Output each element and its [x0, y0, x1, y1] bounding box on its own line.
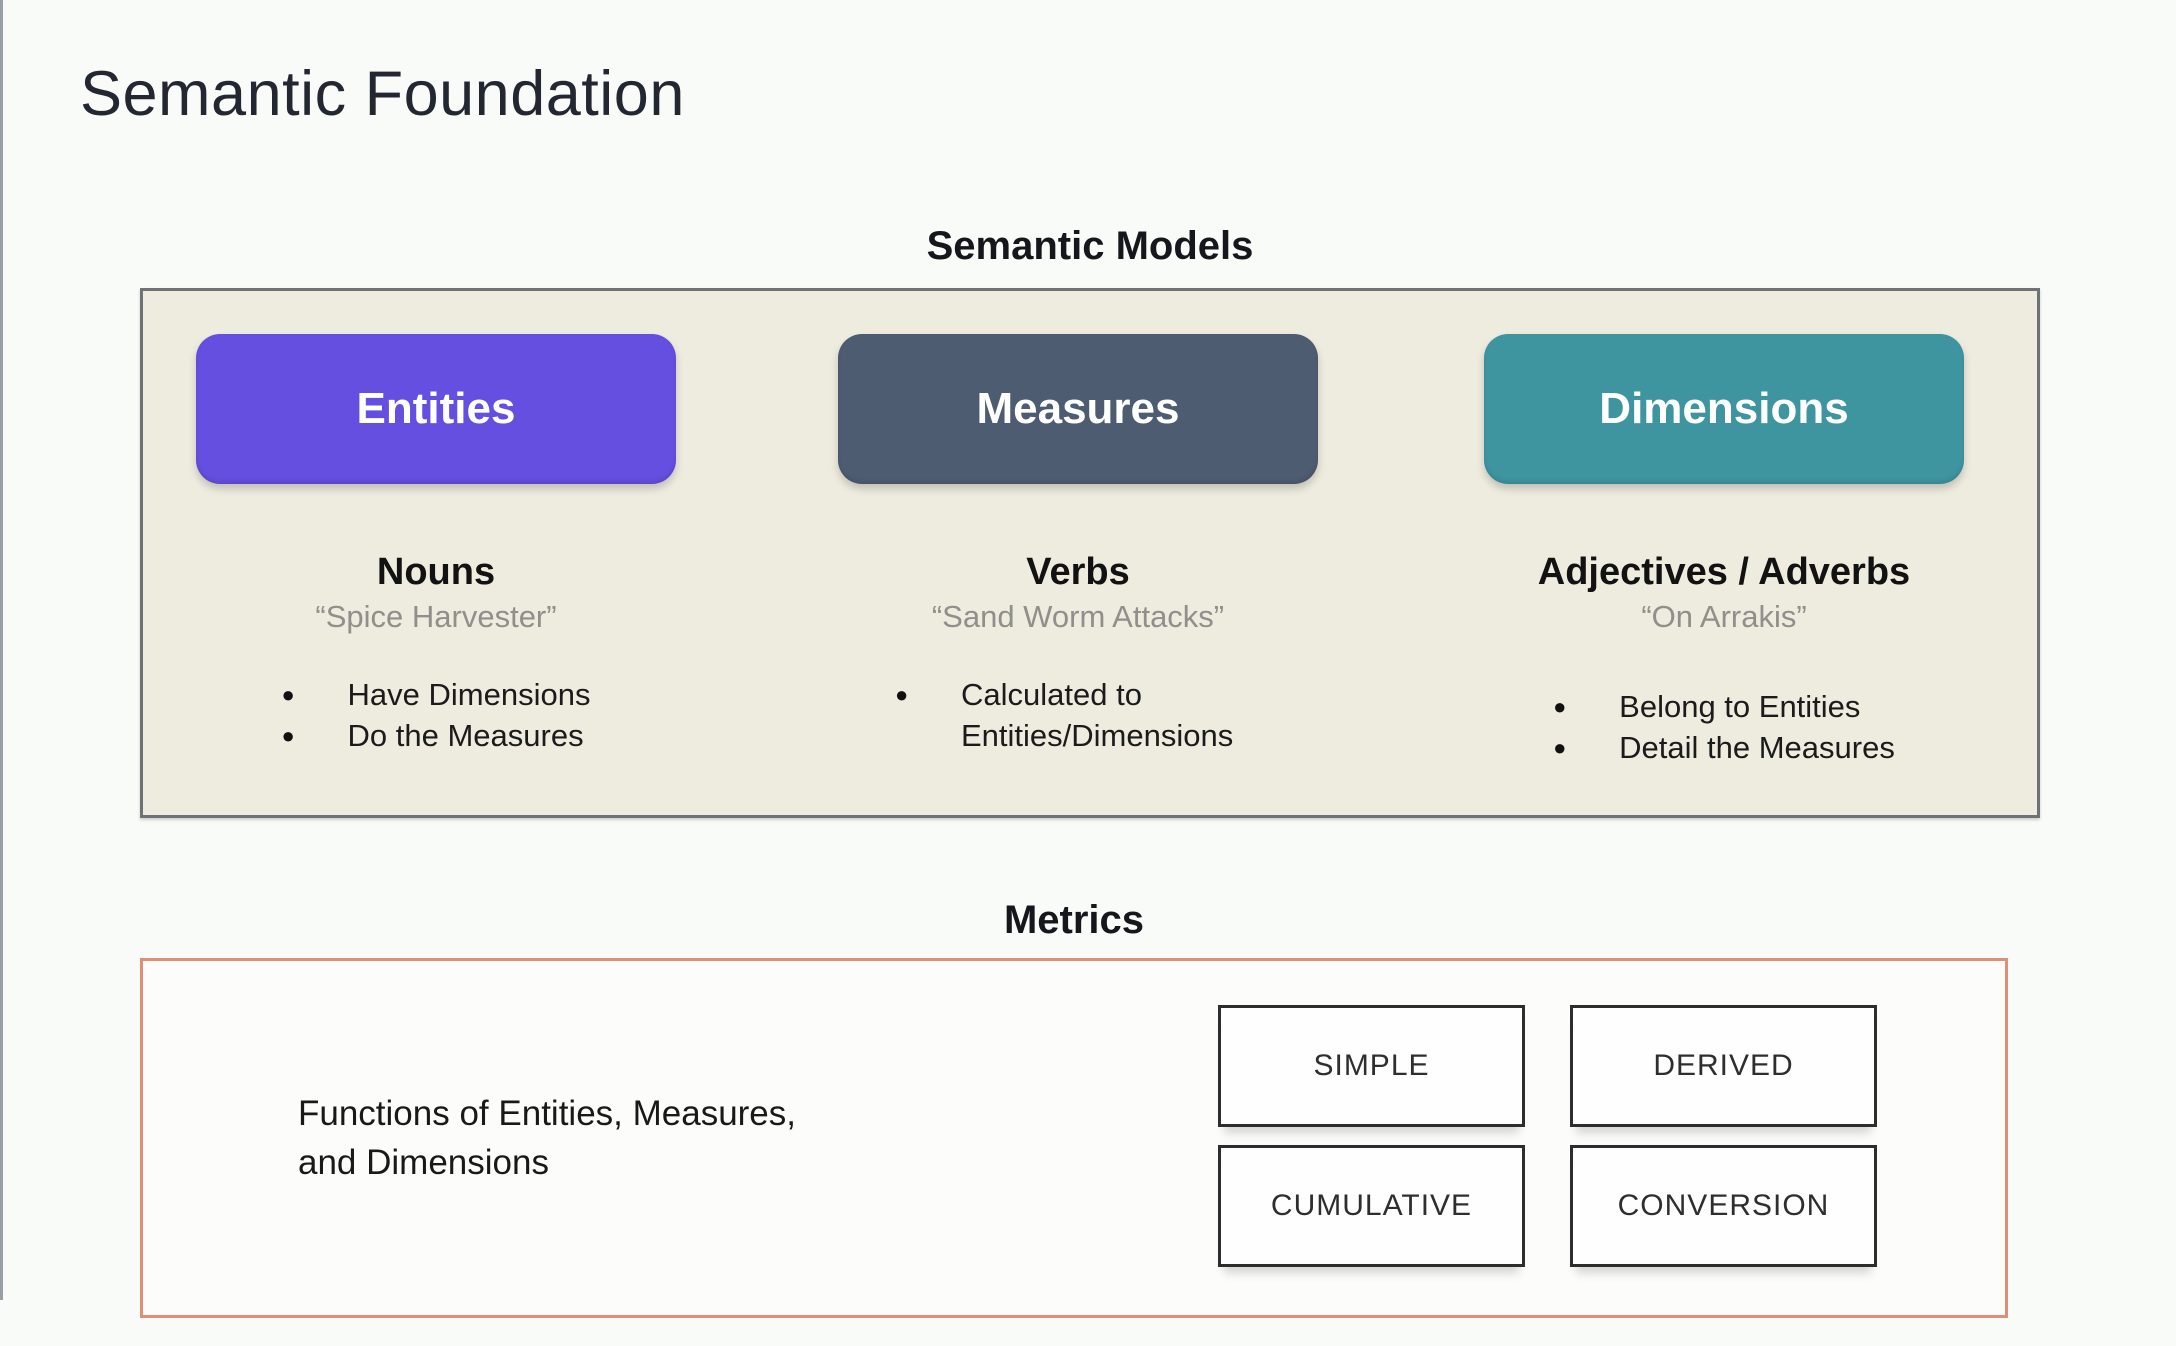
semantic-models-heading: Semantic Models	[926, 224, 1254, 268]
dimensions-bullet-list: ● Belong to Entities ● Detail the Measur…	[1553, 686, 1895, 768]
entities-column: Entities Nouns “Spice Harvester” ● Have …	[196, 291, 676, 756]
bullet-text: Belong to Entities	[1619, 689, 1861, 724]
list-item: ● Belong to Entities	[1553, 686, 1895, 727]
measures-header: Verbs	[1026, 551, 1130, 593]
list-item: ● Do the Measures	[282, 715, 591, 756]
entities-header: Nouns	[376, 551, 496, 593]
dimensions-column: Dimensions Adjectives / Adverbs “On Arra…	[1484, 291, 1964, 768]
dimensions-quote: “On Arrakis”	[1641, 599, 1807, 634]
window-edge-line	[0, 0, 3, 1300]
list-item: ● Detail the Measures	[1553, 727, 1895, 768]
metric-type-simple: SIMPLE	[1218, 1005, 1525, 1127]
bullet-dot-icon: ●	[895, 682, 909, 707]
measures-pill: Measures	[838, 334, 1318, 484]
bullet-dot-icon: ●	[1553, 735, 1567, 760]
metrics-panel: Functions of Entities, Measures, and Dim…	[140, 958, 2008, 1318]
bullet-dot-icon: ●	[281, 723, 295, 748]
metric-type-conversion: CONVERSION	[1570, 1145, 1877, 1267]
bullet-text: Do the Measures	[347, 718, 584, 753]
list-item: ● Have Dimensions	[282, 674, 591, 715]
bullet-dot-icon: ●	[281, 682, 295, 707]
bullet-text: Calculated to Entities/Dimensions	[961, 677, 1234, 753]
entities-pill: Entities	[196, 334, 676, 484]
list-item: ● Calculated to Entities/Dimensions	[895, 674, 1261, 756]
metrics-heading: Metrics	[1003, 898, 1145, 942]
entities-bullet-list: ● Have Dimensions ● Do the Measures	[282, 674, 591, 756]
metric-type-cumulative: CUMULATIVE	[1218, 1145, 1525, 1267]
entities-quote: “Spice Harvester”	[315, 599, 557, 634]
measures-bullet-list: ● Calculated to Entities/Dimensions	[895, 674, 1261, 756]
bullet-dot-icon: ●	[1553, 694, 1567, 719]
semantic-models-panel: Entities Nouns “Spice Harvester” ● Have …	[140, 288, 2040, 818]
dimensions-header: Adjectives / Adverbs	[1537, 551, 1911, 593]
bullet-text: Detail the Measures	[1619, 730, 1895, 765]
slide-title: Semantic Foundation	[80, 59, 685, 129]
measures-quote: “Sand Worm Attacks”	[931, 599, 1225, 634]
dimensions-pill: Dimensions	[1484, 334, 1964, 484]
bullet-text: Have Dimensions	[347, 677, 591, 712]
metrics-description: Functions of Entities, Measures, and Dim…	[298, 1094, 796, 1182]
metric-type-derived: DERIVED	[1570, 1005, 1877, 1127]
measures-column: Measures Verbs “Sand Worm Attacks” ● Cal…	[838, 291, 1318, 756]
metric-types-grid: SIMPLE DERIVED CUMULATIVE CONVERSION	[1218, 1005, 1877, 1267]
